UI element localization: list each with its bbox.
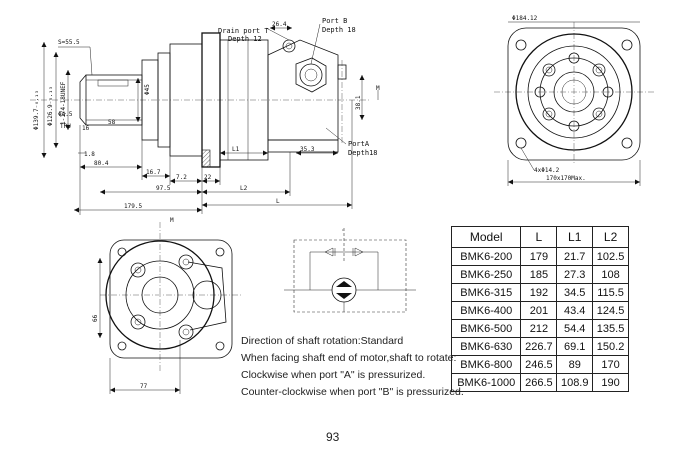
table-cell: 190 xyxy=(592,373,629,392)
note-clockwise: Clockwise when port "A" is pressurized. xyxy=(241,369,426,381)
label-tru: TRU xyxy=(60,123,71,130)
label-bolt-holes: 4xΦ14.2 xyxy=(534,167,560,174)
table-cell: 108 xyxy=(592,265,629,284)
note-facing-shaft: When facing shaft end of motor,shaft to … xyxy=(241,352,457,364)
table-cell: BMK6-315 xyxy=(450,283,522,302)
label-dia-4-5: Φ4.5 xyxy=(58,111,73,118)
table-header-l1: L1 xyxy=(556,226,594,248)
table-cell: 192 xyxy=(520,283,558,302)
hydraulic-symbol: · xyxy=(284,227,416,313)
label-port-b: Port B xyxy=(322,17,347,25)
table-cell: 21.7 xyxy=(556,247,594,266)
table-cell: 69.1 xyxy=(556,337,594,356)
label-port-a-depth: Depth18 xyxy=(348,149,378,157)
label-rear-m: M xyxy=(170,217,174,224)
page-number: 93 xyxy=(326,430,340,444)
label-s-thread: S=55.5 xyxy=(58,39,80,46)
table-cell: 27.3 xyxy=(556,265,594,284)
table-cell: 179 xyxy=(520,247,558,266)
label-dia-184: Φ184.12 xyxy=(512,15,538,22)
label-dim-l1: L1 xyxy=(232,146,240,153)
label-dim-66: 66 xyxy=(92,314,99,322)
table-header-l: L xyxy=(520,226,558,248)
label-size: 170x170Max. xyxy=(546,175,586,182)
table-row: BMK6-315 192 34.5 115.5 xyxy=(450,283,629,302)
table-row: BMK6-200 179 21.7 102.5 xyxy=(450,247,629,266)
side-view: S=55.5 Φ139.7₋₀.₁₃ Φ126.9₋₀.₁₃ 1-1/4-18U… xyxy=(30,17,380,215)
table-cell: 102.5 xyxy=(592,247,629,266)
label-dim-16: 16 xyxy=(82,125,90,132)
table-cell: 108.9 xyxy=(556,373,594,392)
spec-table: Model L L1 L2 BMK6-200 179 21.7 102.5 BM… xyxy=(450,226,629,392)
label-dim-35-3: 35.3 xyxy=(300,146,315,153)
table-cell: 43.4 xyxy=(556,301,594,320)
note-rotation-direction: Direction of shaft rotation:Standard xyxy=(241,335,404,347)
table-cell: 246.5 xyxy=(520,355,558,374)
table-cell: BMK6-630 xyxy=(450,337,522,356)
front-view: Φ184.12 4xΦ14.2 170x170Max. xyxy=(494,15,654,186)
label-dim-38-1: 38.1 xyxy=(355,95,362,110)
table-cell: 54.4 xyxy=(556,319,594,338)
table-cell: 135.5 xyxy=(592,319,629,338)
table-row: BMK6-250 185 27.3 108 xyxy=(450,265,629,284)
table-cell: 185 xyxy=(520,265,558,284)
table-cell: 266.5 xyxy=(520,373,558,392)
table-cell: 226.7 xyxy=(520,337,558,356)
label-dia-126: Φ126.9₋₀.₁₃ xyxy=(47,86,54,126)
label-dim-l: L xyxy=(276,198,280,205)
table-header-model: Model xyxy=(450,226,522,248)
table-row: BMK6-500 212 54.4 135.5 xyxy=(450,319,629,338)
label-thread: 1-1/4-18UNEF xyxy=(60,81,67,125)
table-cell: 170 xyxy=(592,355,629,374)
table-cell: 34.5 xyxy=(556,283,594,302)
table-cell: BMK6-200 xyxy=(450,247,522,266)
rear-view: M 66 77 xyxy=(92,217,242,394)
table-cell: BMK6-500 xyxy=(450,319,522,338)
table-cell: BMK6-1000 xyxy=(450,373,522,392)
table-cell: 150.2 xyxy=(592,337,629,356)
table-cell: 212 xyxy=(520,319,558,338)
table-row: BMK6-1000 266.5 108.9 190 xyxy=(450,373,629,392)
table-cell: BMK6-400 xyxy=(450,301,522,320)
label-dim-l2: L2 xyxy=(240,185,248,192)
table-cell: BMK6-800 xyxy=(450,355,522,374)
label-dim-26-4: 26.4 xyxy=(272,21,287,28)
label-dim-1-8: 1.8 xyxy=(84,151,95,158)
label-drain-port: Drain port T xyxy=(218,27,269,35)
note-counter-clockwise: Counter-clockwise when port "B" is press… xyxy=(241,386,464,398)
table-cell: 115.5 xyxy=(592,283,629,302)
table-row: BMK6-400 201 43.4 124.5 xyxy=(450,301,629,320)
table-cell: 201 xyxy=(520,301,558,320)
table-header-row: Model L L1 L2 xyxy=(450,226,629,248)
label-port-b-depth: Depth 18 xyxy=(322,26,356,34)
label-dim-80-4: 80.4 xyxy=(94,160,109,167)
table-row: BMK6-630 226.7 69.1 150.2 xyxy=(450,337,629,356)
label-view-m: M xyxy=(376,85,380,92)
label-dim-77: 77 xyxy=(140,383,148,390)
table-row: BMK6-800 246.5 89 170 xyxy=(450,355,629,374)
label-drain-depth: Depth 12 xyxy=(228,35,262,43)
label-port-a: PortA xyxy=(348,140,370,148)
table-header-l2: L2 xyxy=(592,226,629,248)
label-dim-22: 22 xyxy=(204,174,212,181)
label-dim-97-5: 97.5 xyxy=(156,185,171,192)
table-cell: BMK6-250 xyxy=(450,265,522,284)
table-cell: 89 xyxy=(556,355,594,374)
table-cell: 124.5 xyxy=(592,301,629,320)
label-dia-45: Φ45 xyxy=(144,84,151,95)
svg-text:·: · xyxy=(341,227,345,234)
label-dim-16-7: 16.7 xyxy=(146,169,161,176)
label-dim-58: 58 xyxy=(108,119,116,126)
label-dim-7-2: 7.2 xyxy=(176,174,187,181)
label-dia-139: Φ139.7₋₀.₁₃ xyxy=(33,90,40,130)
label-dim-179-5: 179.5 xyxy=(124,203,142,210)
